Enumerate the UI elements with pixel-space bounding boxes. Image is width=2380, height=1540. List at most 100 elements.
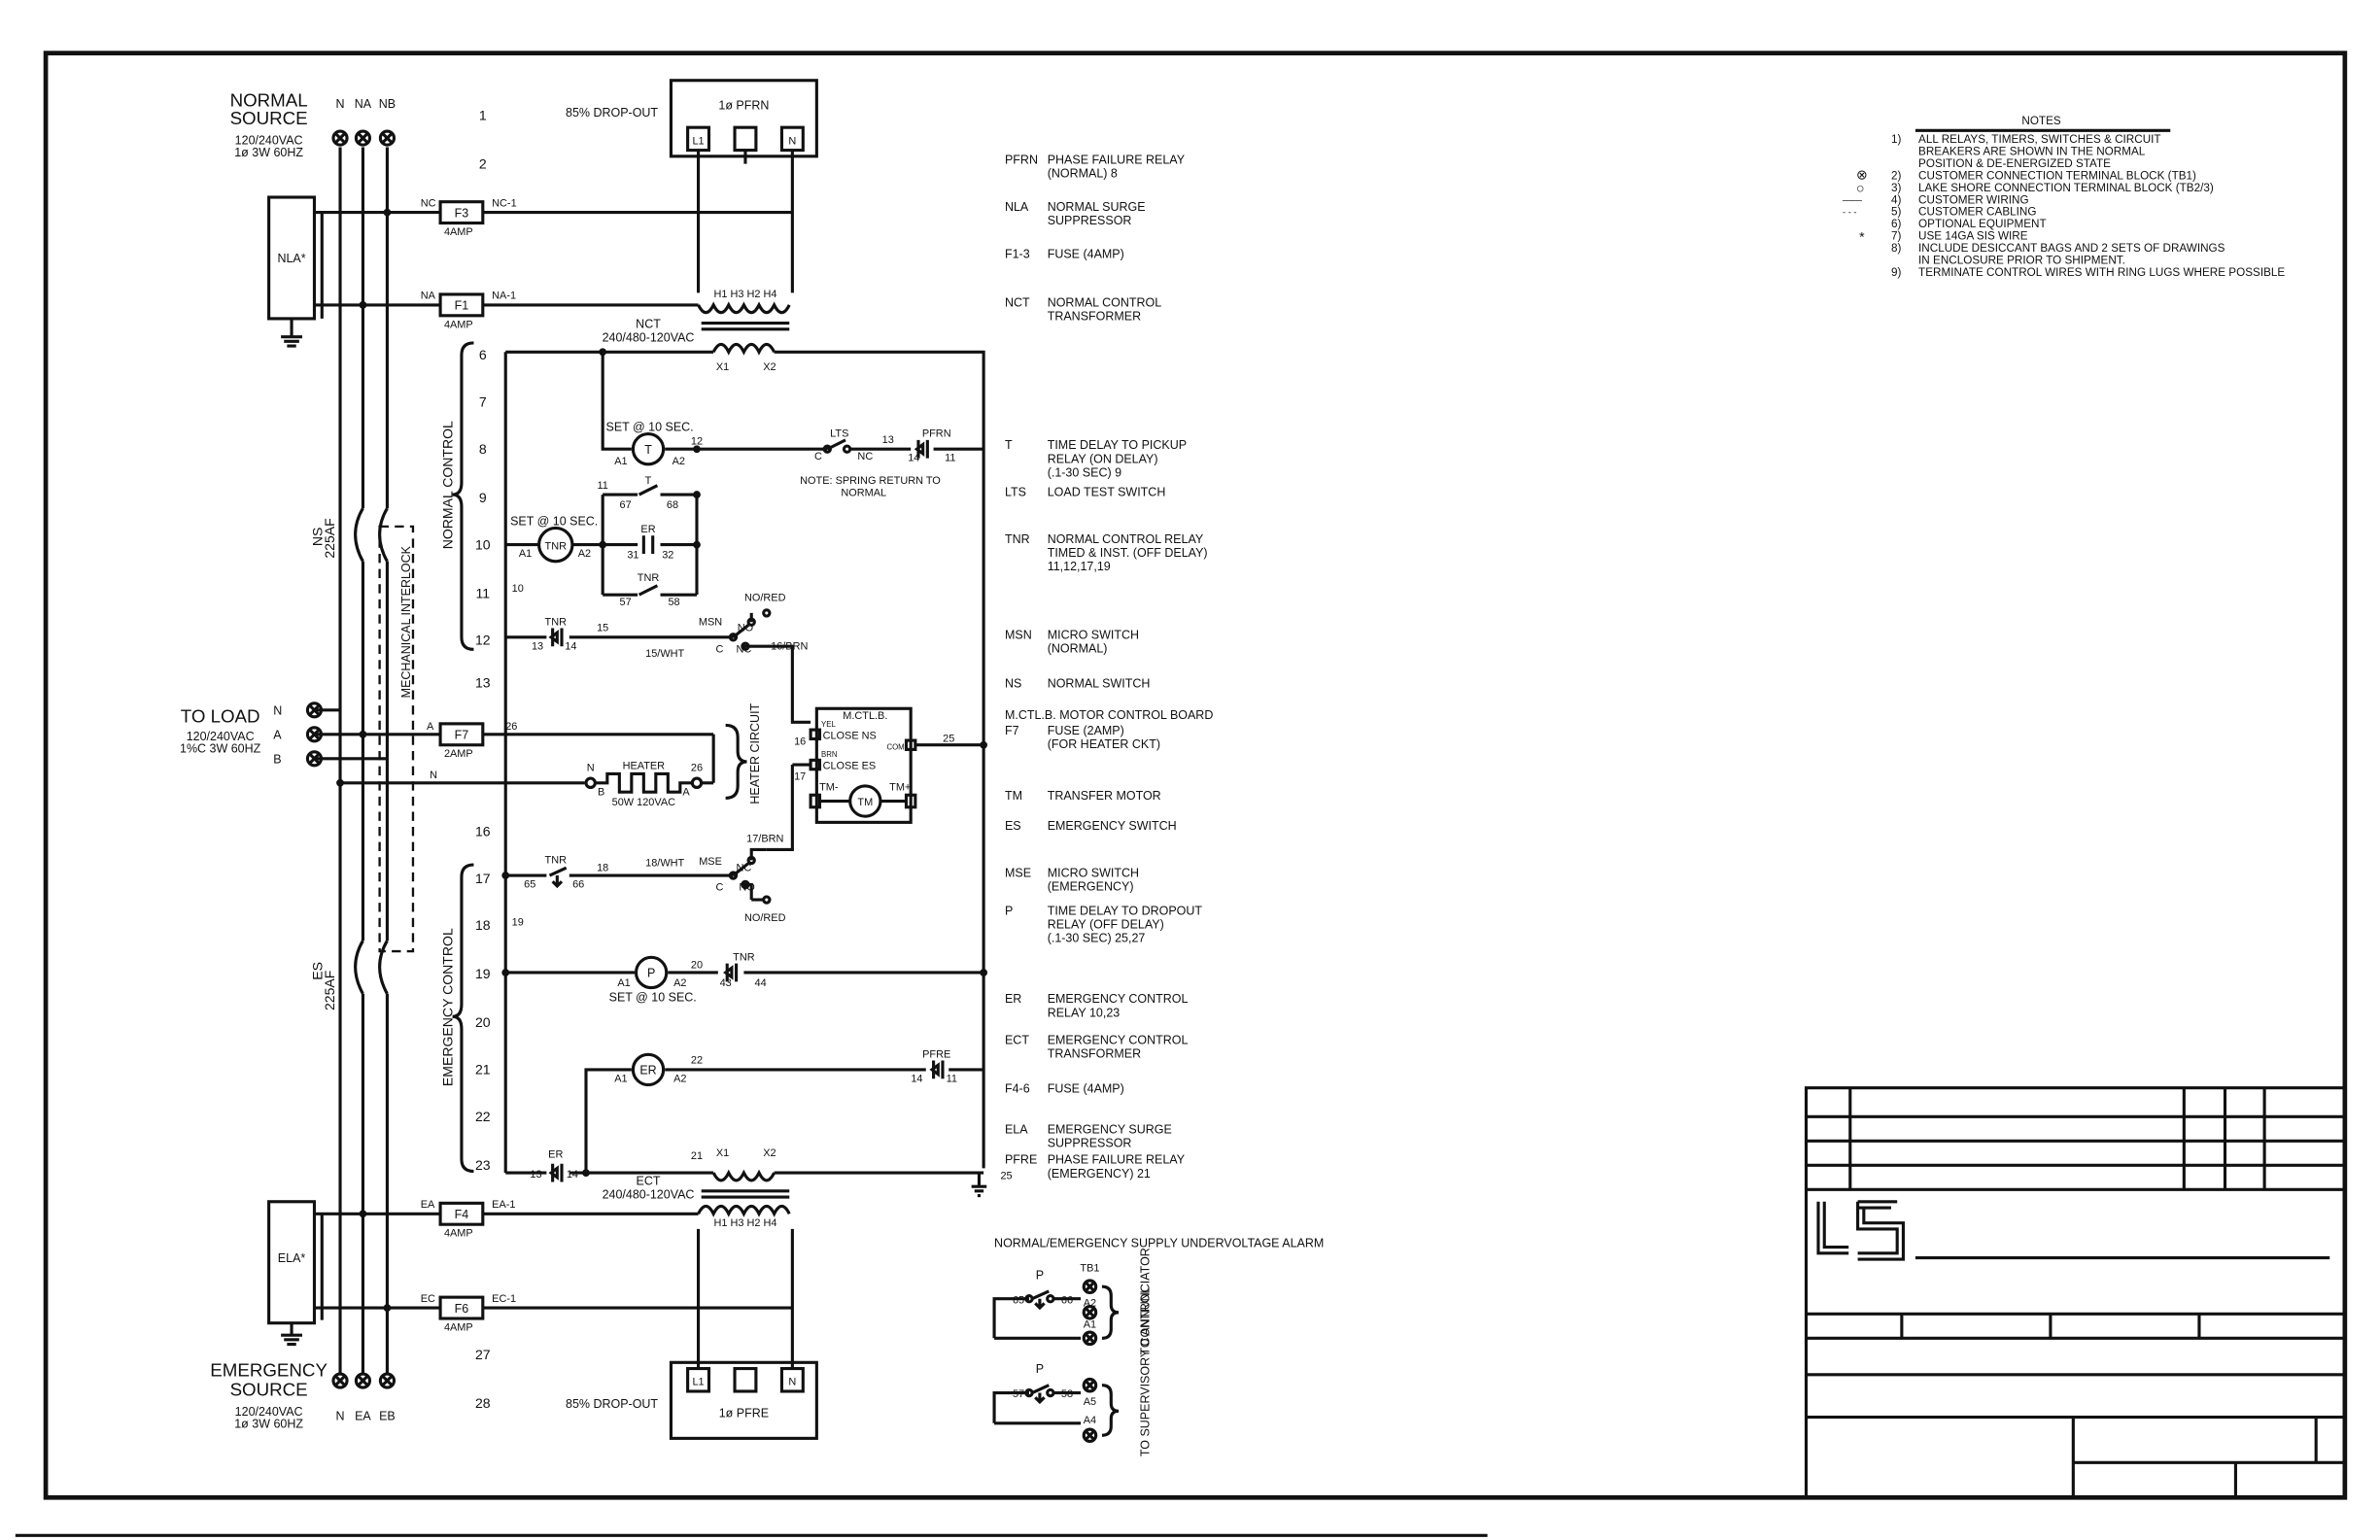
ect-rating: 240/480-120VAC	[603, 1188, 695, 1202]
node-17-board: 17	[794, 771, 806, 783]
mctlb-yel: YEL	[821, 720, 836, 729]
line-number: 10	[475, 536, 491, 552]
line-number: 8	[479, 441, 487, 457]
normal-control-bracket	[452, 341, 474, 651]
line-number: 17	[475, 871, 491, 886]
terminal-marker	[305, 750, 324, 768]
pfre-title: 1ø PFRE	[719, 1407, 769, 1420]
tnr-43: 43	[720, 977, 732, 989]
alarm-65: 65	[1013, 1294, 1024, 1306]
pfrn-title: 1ø PFRN	[718, 98, 769, 112]
heater-rating: 50W 120VAC	[612, 797, 675, 808]
terminal-marker	[1082, 1279, 1098, 1295]
mctlb-com: COM	[886, 742, 904, 751]
note-line: 9)	[1891, 266, 1902, 279]
load-phase: 1%C 3W 60HZ	[180, 742, 261, 756]
legend-code: ELA	[1005, 1122, 1028, 1136]
mse-no: NO	[739, 882, 754, 894]
tnr-13-14-label: TNR	[545, 616, 568, 628]
legend-desc: EMERGENCY SWITCH	[1048, 819, 1177, 833]
node-25-ground: 25	[1000, 1170, 1012, 1181]
t-contact-label: T	[645, 475, 652, 487]
legend-desc: SUPPRESSOR	[1048, 1137, 1132, 1150]
legend-desc: MOTOR CONTROL BOARD	[1059, 708, 1213, 722]
legend-desc: TIME DELAY TO PICKUP	[1048, 438, 1187, 452]
note-symbol: ○	[1856, 180, 1864, 195]
node-19: 19	[512, 917, 524, 929]
node-15: 15	[597, 623, 608, 634]
alarm-p2: P	[1036, 1362, 1044, 1376]
fuse-f4: F4 4AMP EA EA-1	[359, 1199, 699, 1240]
legend-desc: (FOR HEATER CKT)	[1048, 737, 1160, 751]
line-number: 12	[475, 633, 491, 648]
note-line: 2)	[1891, 169, 1902, 182]
line-number: 27	[475, 1347, 491, 1362]
emergency-source-title-2: SOURCE	[230, 1380, 308, 1400]
fuse-f1-in: NA	[421, 291, 436, 302]
mctlb-brn: BRN	[821, 750, 837, 759]
alarm-to-supervisory: TO SUPERVISORY CONTROL	[1138, 1286, 1152, 1456]
note-line: BREAKERS ARE SHOWN IN THE NORMAL	[1918, 145, 2146, 157]
alarm-tb1: TB1	[1080, 1263, 1099, 1275]
fuse-f7-rating: 2AMP	[444, 748, 473, 760]
pfrn-dropout: 85% DROP-OUT	[566, 106, 658, 120]
ect-name: ECT	[637, 1175, 661, 1188]
fuse-f1: F1 4AMP NA NA-1	[359, 291, 699, 330]
notes-title: NOTES	[2021, 115, 2061, 127]
tnr-a1: A1	[519, 548, 532, 560]
fuse-f3-out: NC-1	[492, 197, 517, 209]
normal-terminal-n: N	[336, 97, 345, 111]
note-line: CUSTOMER CABLING	[1918, 206, 2036, 219]
normal-source-title-2: SOURCE	[230, 108, 308, 128]
note-line: 4)	[1891, 193, 1902, 206]
legend-desc: MICRO SWITCH	[1048, 867, 1139, 880]
notes-block: NOTES 1) ALL RELAYS, TIMERS, SWITCHES & …	[1842, 115, 2285, 279]
fuse-f4-out: EA-1	[492, 1199, 515, 1211]
msn-nc: NC	[737, 643, 752, 655]
emergency-control-bracket	[452, 863, 474, 1174]
wire-16-brn: 16/BRN	[771, 640, 808, 652]
legend-code: ECT	[1005, 1033, 1029, 1046]
er-a2: A2	[673, 1073, 686, 1084]
normal-source-title: NORMAL	[230, 89, 308, 110]
normal-terminal-na: NA	[355, 97, 372, 111]
legend-code: F7	[1005, 724, 1019, 737]
node-10: 10	[512, 583, 524, 595]
legend-code: F4-6	[1005, 1081, 1030, 1095]
legend-code: LTS	[1005, 486, 1026, 499]
alarm-p1: P	[1036, 1268, 1044, 1282]
fuse-f1-out: NA-1	[492, 291, 516, 302]
legend-desc: PHASE FAILURE RELAY	[1048, 154, 1186, 167]
note-line: IN ENCLOSURE PRIOR TO SHIPMENT.	[1918, 255, 2125, 267]
lts-c: C	[814, 451, 822, 462]
legend-code: ER	[1005, 992, 1021, 1006]
legend-desc: RELAY 10,23	[1048, 1006, 1121, 1019]
nla-suppressor: NLA*	[267, 195, 388, 348]
er-13-14-label: ER	[548, 1148, 563, 1160]
main-buses	[316, 147, 415, 1374]
logo-mark	[1816, 1200, 1906, 1261]
node-25-board: 25	[943, 734, 954, 745]
emergency-source: EMERGENCY SOURCE 120/240VAC 1ø 3W 60HZ N…	[210, 1359, 395, 1430]
mctlb-close-ns: CLOSE NS	[823, 730, 877, 741]
note-line: ALL RELAYS, TIMERS, SWITCHES & CIRCUIT	[1918, 133, 2161, 146]
tnr-66: 66	[572, 879, 584, 891]
fuse-f6-rating: 4AMP	[444, 1322, 473, 1334]
mechanical-interlock-label: MECHANICAL INTERLOCK	[399, 545, 413, 698]
tm-minus: TM-	[819, 782, 839, 794]
spring-return-note-2: NORMAL	[841, 488, 886, 499]
fuse-f6-in: EC	[421, 1293, 435, 1305]
heater-n-wire: N	[430, 770, 437, 781]
legend-desc: RELAY (ON DELAY)	[1048, 452, 1158, 465]
terminal-marker	[305, 726, 324, 743]
tnr-43-44-label: TNR	[733, 951, 755, 963]
legend-desc: NORMAL CONTROL	[1048, 295, 1162, 309]
er-14: 14	[567, 1169, 578, 1181]
legend-desc: EMERGENCY CONTROL	[1048, 1033, 1189, 1046]
alarm-a4: A4	[1084, 1415, 1096, 1426]
fuse-f3-in: NC	[421, 197, 436, 209]
note-line: OPTIONAL EQUIPMENT	[1918, 218, 2047, 230]
terminal-marker	[378, 129, 397, 147]
legend-code: M.CTL.B.	[1005, 708, 1056, 722]
node-14-a: 14	[565, 640, 576, 652]
